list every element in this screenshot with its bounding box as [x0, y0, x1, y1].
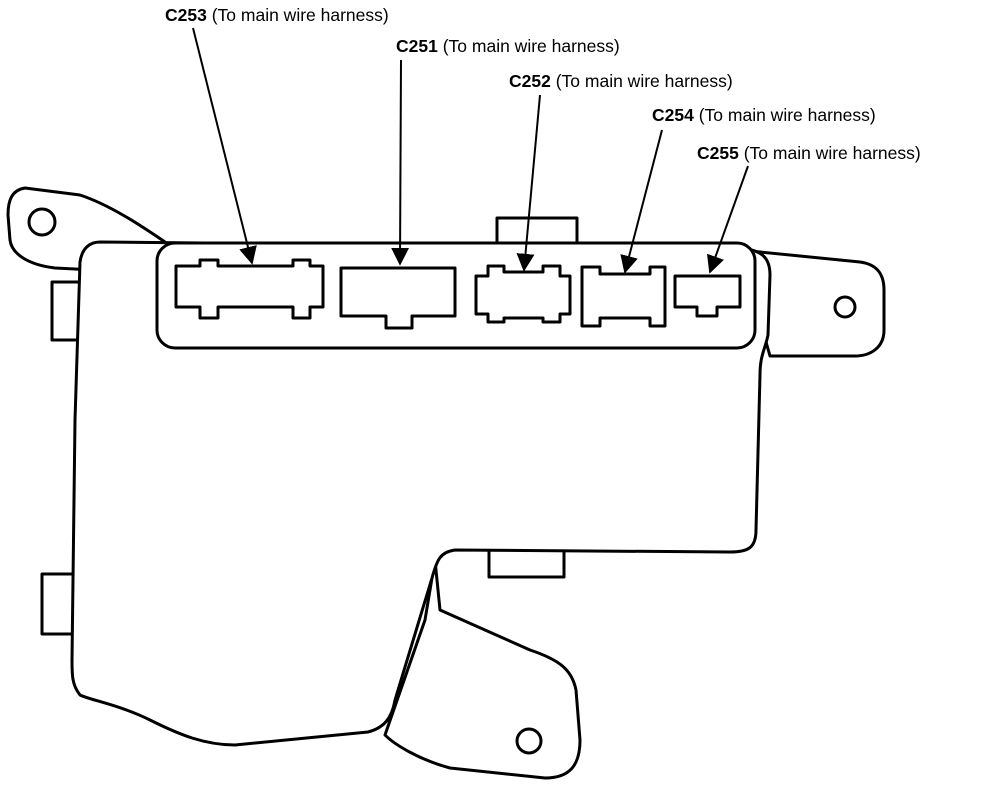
fuse-box-housing — [70, 240, 772, 747]
leader-line-c253 — [192, 27, 257, 265]
connector-socket-c254 — [580, 265, 667, 328]
connector-description: (To main wire harness) — [555, 71, 733, 91]
label-c252: C252 (To main wire harness) — [509, 71, 733, 91]
connector-description: (To main wire harness) — [211, 5, 389, 25]
upper-mounting-hole — [27, 207, 57, 237]
leader-line-c254 — [620, 129, 663, 274]
connector-code: C253 — [165, 5, 207, 25]
connector-description: (To main wire harness) — [743, 143, 921, 163]
label-c251: C251 (To main wire harness) — [396, 36, 620, 56]
connector-socket-c253 — [174, 258, 325, 320]
label-c253: C253 (To main wire harness) — [165, 5, 389, 25]
connector-code: C252 — [509, 71, 551, 91]
connector-description: (To main wire harness) — [442, 36, 620, 56]
lower-mounting-hole — [515, 727, 543, 755]
label-c255: C255 (To main wire harness) — [697, 143, 921, 163]
left-tab-lower — [40, 572, 78, 636]
left-tab-upper — [50, 280, 82, 342]
connector-socket-c252 — [474, 264, 572, 324]
leader-line-c252 — [516, 94, 541, 272]
connector-code: C251 — [396, 36, 438, 56]
leader-line-c251 — [391, 59, 410, 266]
lower-mounting-bracket — [383, 558, 582, 780]
right-mounting-flange — [738, 248, 886, 358]
leader-line-c255 — [706, 165, 749, 274]
connector-code: C255 — [697, 143, 739, 163]
connector-description: (To main wire harness) — [698, 105, 876, 125]
right-mounting-hole — [833, 295, 857, 319]
label-c254: C254 (To main wire harness) — [652, 105, 876, 125]
connector-socket-c251 — [339, 266, 457, 330]
connector-socket-c255 — [673, 274, 742, 318]
connector-code: C254 — [652, 105, 694, 125]
